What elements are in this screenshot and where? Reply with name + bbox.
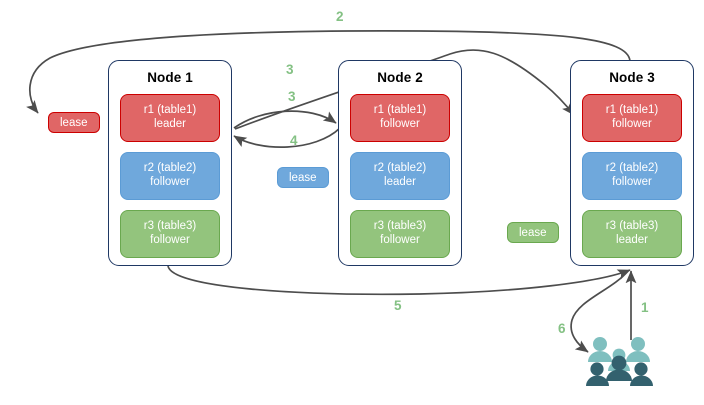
replica-name: r3 (table3): [605, 220, 659, 233]
step-label-5: 5: [394, 298, 402, 313]
replica-list: r1 (table1) follower r2 (table2) leader …: [350, 94, 450, 258]
step-label-3a: 3: [286, 62, 294, 77]
arrow-step-5: [167, 265, 631, 296]
step-label-3b: 3: [288, 89, 296, 104]
replica-name: r1 (table1): [373, 104, 427, 117]
replica-node1-r1[interactable]: r1 (table1) leader: [120, 94, 220, 142]
replica-name: r1 (table1): [143, 104, 197, 117]
replica-node1-r3[interactable]: r3 (table3) follower: [120, 210, 220, 258]
node-title: Node 2: [377, 70, 423, 85]
replica-list: r1 (table1) leader r2 (table2) follower …: [120, 94, 220, 258]
node-card-node2[interactable]: Node 2 r1 (table1) follower r2 (table2) …: [338, 60, 462, 266]
step-label-6: 6: [558, 321, 566, 336]
replica-node3-r3[interactable]: r3 (table3) leader: [582, 210, 682, 258]
replica-node2-r3[interactable]: r3 (table3) follower: [350, 210, 450, 258]
replica-role: leader: [154, 118, 186, 130]
node-title: Node 3: [609, 70, 655, 85]
lease-chip-r1[interactable]: lease: [48, 112, 100, 133]
replica-role: leader: [384, 176, 416, 188]
arrow-step-4: [233, 127, 341, 148]
replica-node3-r1[interactable]: r1 (table1) follower: [582, 94, 682, 142]
replica-node1-r2[interactable]: r2 (table2) follower: [120, 152, 220, 200]
replica-node2-r1[interactable]: r1 (table1) follower: [350, 94, 450, 142]
step-label-2: 2: [336, 9, 344, 24]
step-label-4: 4: [290, 133, 298, 148]
node-card-node3[interactable]: Node 3 r1 (table1) follower r2 (table2) …: [570, 60, 694, 266]
replica-node2-r2[interactable]: r2 (table2) leader: [350, 152, 450, 200]
replica-role: follower: [380, 118, 420, 130]
replica-name: r2 (table2): [605, 162, 659, 175]
arrow-step-3-to-node2: [233, 110, 337, 129]
replica-name: r2 (table2): [143, 162, 197, 175]
replica-role: leader: [616, 234, 648, 246]
replica-name: r3 (table3): [373, 220, 427, 233]
replica-name: r1 (table1): [605, 104, 659, 117]
node-title: Node 1: [147, 70, 193, 85]
replica-node3-r2[interactable]: r2 (table2) follower: [582, 152, 682, 200]
replica-list: r1 (table1) follower r2 (table2) followe…: [582, 94, 682, 258]
replica-role: follower: [612, 176, 652, 188]
replica-role: follower: [612, 118, 652, 130]
node-card-node1[interactable]: Node 1 r1 (table1) leader r2 (table2) fo…: [108, 60, 232, 266]
replica-role: follower: [150, 234, 190, 246]
replica-role: follower: [380, 234, 420, 246]
replica-role: follower: [150, 176, 190, 188]
clients-people-icon: [586, 336, 656, 386]
lease-chip-r3[interactable]: lease: [507, 222, 559, 243]
step-label-1: 1: [641, 300, 649, 315]
replica-name: r2 (table2): [373, 162, 427, 175]
replica-name: r3 (table3): [143, 220, 197, 233]
lease-chip-r2[interactable]: lease: [277, 167, 329, 188]
